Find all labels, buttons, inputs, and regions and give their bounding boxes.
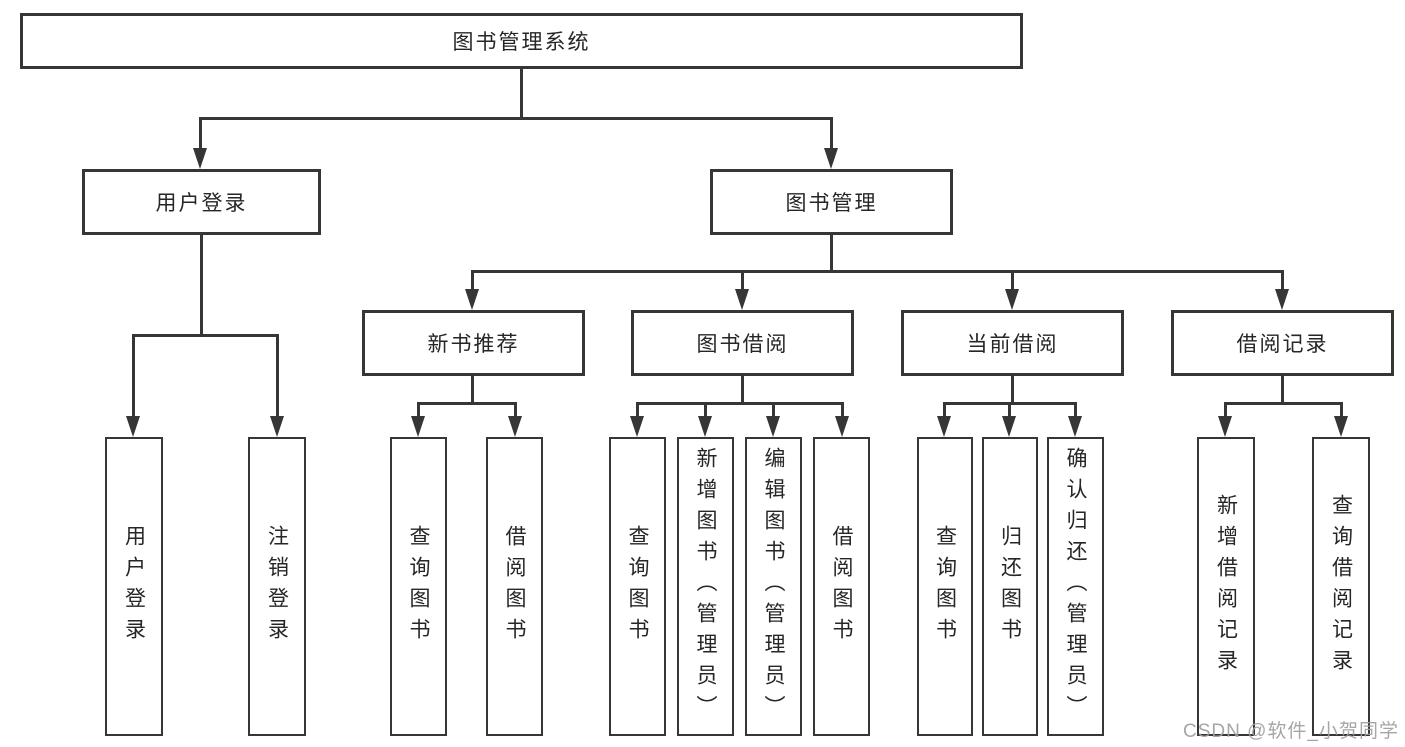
arrow-down-icon bbox=[1002, 416, 1016, 437]
connector-line bbox=[471, 376, 474, 405]
leaf-newbook-query-label: 查询图书 bbox=[407, 524, 430, 649]
connector-line bbox=[132, 334, 135, 416]
leaf-newbook-borrow: 借阅图书 bbox=[486, 437, 543, 736]
node-user-login: 用户登录 bbox=[82, 169, 321, 235]
node-book-management: 图书管理 bbox=[710, 169, 953, 235]
connector-line bbox=[199, 117, 832, 120]
node-user-login-label: 用户登录 bbox=[155, 192, 248, 215]
leaf-record-query-label: 查询借阅记录 bbox=[1329, 493, 1353, 680]
connector-line bbox=[276, 334, 279, 416]
csdn-watermark: CSDN @软件_小贺同学 bbox=[1183, 721, 1399, 742]
connector-line bbox=[943, 402, 946, 416]
arrow-down-icon bbox=[1218, 416, 1232, 437]
leaf-current-return: 归还图书 bbox=[982, 437, 1038, 736]
connector-line bbox=[772, 402, 775, 416]
arrow-down-icon bbox=[193, 148, 207, 169]
connector-line bbox=[1224, 402, 1343, 405]
arrow-down-icon bbox=[126, 416, 140, 437]
arrow-down-icon bbox=[1005, 289, 1019, 310]
connector-line bbox=[636, 402, 844, 405]
connector-line bbox=[417, 402, 420, 416]
arrow-down-icon bbox=[270, 416, 284, 437]
node-root-system: 图书管理系统 bbox=[20, 13, 1023, 69]
arrow-down-icon bbox=[824, 148, 838, 169]
node-borrow-record-label: 借阅记录 bbox=[1236, 333, 1329, 356]
arrow-down-icon bbox=[766, 416, 780, 437]
node-new-book-recommend-label: 新书推荐 bbox=[427, 333, 520, 356]
connector-line bbox=[830, 235, 833, 272]
leaf-borrow-edit-admin: 编辑图书（管理员） bbox=[745, 437, 802, 736]
connector-line bbox=[741, 270, 744, 289]
node-new-book-recommend: 新书推荐 bbox=[362, 310, 585, 376]
leaf-borrow-add-admin: 新增图书（管理员） bbox=[677, 437, 734, 736]
connector-line bbox=[636, 402, 639, 416]
arrow-down-icon bbox=[835, 416, 849, 437]
leaf-user-login: 用户登录 bbox=[105, 437, 163, 736]
leaf-current-query: 查询图书 bbox=[917, 437, 973, 736]
connector-line bbox=[830, 117, 833, 148]
leaf-borrow-book: 借阅图书 bbox=[813, 437, 870, 736]
connector-line bbox=[471, 270, 474, 289]
connector-line bbox=[1011, 376, 1014, 405]
arrow-down-icon bbox=[411, 416, 425, 437]
leaf-current-confirm-admin-label: 确认归还（管理员） bbox=[1064, 447, 1087, 726]
connector-line bbox=[841, 402, 844, 416]
connector-line bbox=[514, 402, 517, 416]
leaf-record-add-label: 新增借阅记录 bbox=[1214, 493, 1238, 680]
leaf-borrow-book-label: 借阅图书 bbox=[830, 524, 853, 649]
leaf-borrow-add-admin-label: 新增图书（管理员） bbox=[694, 447, 717, 726]
node-current-borrow-label: 当前借阅 bbox=[966, 333, 1059, 356]
leaf-newbook-borrow-label: 借阅图书 bbox=[503, 524, 526, 649]
connector-line bbox=[520, 69, 523, 119]
connector-line bbox=[1224, 402, 1227, 416]
leaf-newbook-query: 查询图书 bbox=[390, 437, 447, 736]
leaf-borrow-query-label: 查询图书 bbox=[626, 524, 649, 649]
node-root-label: 图书管理系统 bbox=[452, 31, 591, 54]
connector-line bbox=[471, 270, 1284, 273]
arrow-down-icon bbox=[630, 416, 644, 437]
arrow-down-icon bbox=[465, 289, 479, 310]
connector-line bbox=[199, 117, 202, 148]
connector-line bbox=[741, 376, 744, 405]
arrow-down-icon bbox=[735, 289, 749, 310]
leaf-logout: 注销登录 bbox=[248, 437, 306, 736]
arrow-down-icon bbox=[698, 416, 712, 437]
connector-line bbox=[1008, 402, 1011, 416]
arrow-down-icon bbox=[1275, 289, 1289, 310]
leaf-current-return-label: 归还图书 bbox=[998, 524, 1022, 649]
connector-line bbox=[200, 235, 203, 337]
node-borrow-record: 借阅记录 bbox=[1171, 310, 1394, 376]
connector-line bbox=[132, 334, 279, 337]
arrow-down-icon bbox=[508, 416, 522, 437]
leaf-logout-label: 注销登录 bbox=[265, 524, 289, 649]
leaf-borrow-edit-admin-label: 编辑图书（管理员） bbox=[762, 447, 785, 726]
leaf-current-query-label: 查询图书 bbox=[933, 524, 957, 649]
leaf-current-confirm-admin: 确认归还（管理员） bbox=[1047, 437, 1104, 736]
leaf-record-add: 新增借阅记录 bbox=[1197, 437, 1255, 736]
node-book-borrow: 图书借阅 bbox=[631, 310, 854, 376]
arrow-down-icon bbox=[1068, 416, 1082, 437]
node-book-management-label: 图书管理 bbox=[785, 192, 878, 215]
leaf-user-login-label: 用户登录 bbox=[122, 524, 146, 649]
connector-line bbox=[704, 402, 707, 416]
node-book-borrow-label: 图书借阅 bbox=[696, 333, 789, 356]
connector-line bbox=[1281, 270, 1284, 289]
leaf-record-query: 查询借阅记录 bbox=[1312, 437, 1370, 736]
connector-line bbox=[1074, 402, 1077, 416]
leaf-borrow-query: 查询图书 bbox=[609, 437, 666, 736]
arrow-down-icon bbox=[937, 416, 951, 437]
arrow-down-icon bbox=[1334, 416, 1348, 437]
connector-line bbox=[1340, 402, 1343, 416]
connector-line bbox=[1281, 376, 1284, 405]
connector-line bbox=[417, 402, 517, 405]
node-current-borrow: 当前借阅 bbox=[901, 310, 1124, 376]
connector-line bbox=[1011, 270, 1014, 289]
